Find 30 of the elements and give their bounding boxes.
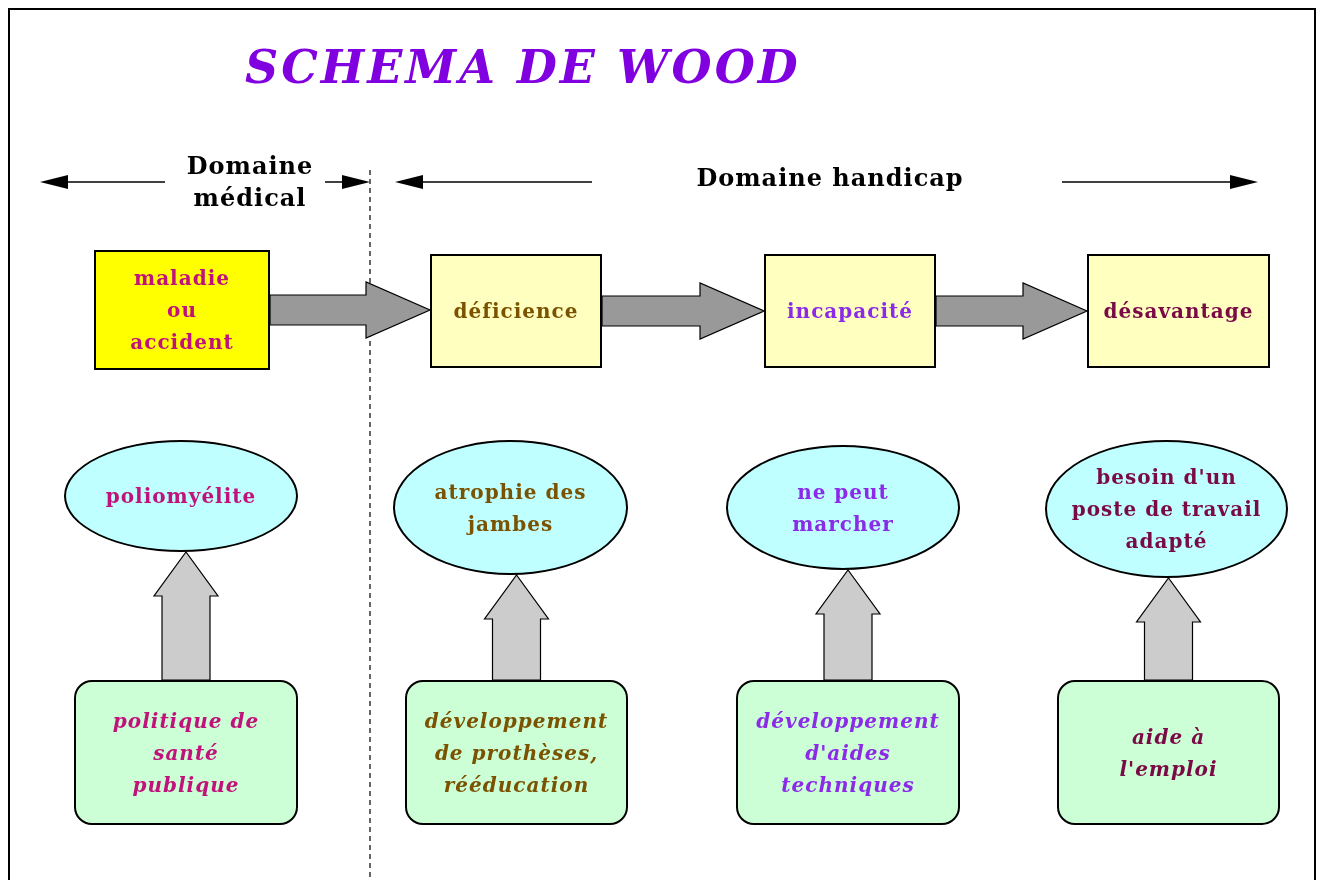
action-box <box>1057 680 1280 825</box>
node-text: déficience <box>453 298 579 325</box>
action-box <box>74 680 298 825</box>
block-arrow <box>1135 576 1202 681</box>
domain-label: Domaine handicap <box>695 162 965 194</box>
node-text: politique de santé publique <box>111 707 261 799</box>
node-text: incapacité <box>787 298 913 325</box>
node-text: aide à l'emploi <box>1118 723 1219 783</box>
title: SCHEMA DE WOOD <box>245 44 801 90</box>
action-box <box>405 680 628 825</box>
block-arrow <box>935 282 1089 340</box>
node-text: atrophie des jambes <box>433 478 588 538</box>
process-box <box>764 254 936 368</box>
process-box <box>94 250 270 370</box>
block-arrow <box>269 281 432 339</box>
domain-label: Domaine médical <box>185 150 315 215</box>
node-text: désavantage <box>1103 298 1254 325</box>
block-arrow <box>601 282 766 340</box>
node-text: développement d'aides techniques <box>755 707 941 799</box>
block-arrow <box>483 573 550 681</box>
process-box <box>430 254 602 368</box>
block-arrow <box>152 550 220 681</box>
node-text: ne peut marcher <box>791 478 895 538</box>
action-box <box>736 680 960 825</box>
node-text: poliomyélite <box>105 483 257 510</box>
node-text: développement de prothèses, rééducation <box>423 707 610 799</box>
node-text: maladie ou accident <box>129 265 235 356</box>
process-box <box>1087 254 1270 368</box>
block-arrow <box>814 568 882 681</box>
node-text: besoin d'un poste de travail adapté <box>1070 464 1263 555</box>
